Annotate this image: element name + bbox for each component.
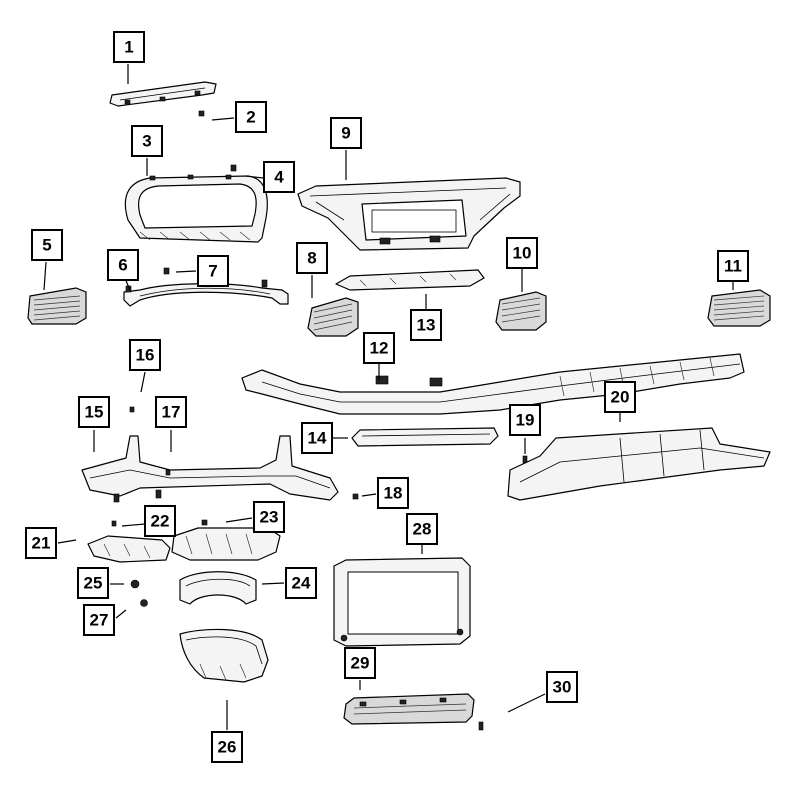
callout-28-label: 28 bbox=[413, 520, 432, 539]
callout-26-label: 26 bbox=[218, 738, 237, 757]
callout-21: 21 bbox=[25, 527, 57, 559]
part-18-clip[interactable] bbox=[352, 493, 359, 500]
callout-13-label: 13 bbox=[417, 316, 436, 335]
callout-11: 11 bbox=[717, 250, 749, 282]
callout-12: 12 bbox=[363, 332, 395, 364]
part-7-clip[interactable] bbox=[163, 267, 170, 275]
callout-15-label: 15 bbox=[85, 403, 104, 422]
callout-16-label: 16 bbox=[136, 346, 155, 365]
callout-4: 4 bbox=[263, 161, 295, 193]
callout-6: 6 bbox=[107, 249, 139, 281]
callout-2: 2 bbox=[235, 101, 267, 133]
callout-7-label: 7 bbox=[208, 262, 217, 281]
callout-28: 28 bbox=[406, 513, 438, 545]
part-3-cluster-bezel[interactable] bbox=[124, 174, 268, 243]
callout-30: 30 bbox=[546, 671, 578, 703]
part-13-bracket[interactable] bbox=[335, 269, 485, 291]
part-2-clip[interactable] bbox=[198, 110, 205, 117]
callout-17: 17 bbox=[155, 396, 187, 428]
callout-29: 29 bbox=[344, 647, 376, 679]
callout-7: 7 bbox=[197, 255, 229, 287]
callout-8: 8 bbox=[296, 242, 328, 274]
part-20-right-lower-panel[interactable] bbox=[507, 427, 771, 501]
part-14-bracket[interactable] bbox=[351, 427, 499, 447]
part-10-center-right-vent[interactable] bbox=[495, 291, 547, 331]
part-30-screw[interactable] bbox=[478, 721, 484, 731]
callout-27: 27 bbox=[83, 604, 115, 636]
callout-5-label: 5 bbox=[42, 236, 51, 255]
callout-8-label: 8 bbox=[307, 249, 316, 268]
part-27-fastener[interactable] bbox=[140, 599, 148, 607]
part-17-clip[interactable] bbox=[165, 469, 171, 476]
part-21-bolster-bracket[interactable] bbox=[87, 535, 171, 563]
part-11-right-vent[interactable] bbox=[707, 289, 771, 327]
callout-23: 23 bbox=[253, 501, 285, 533]
callout-11-label: 11 bbox=[724, 257, 742, 276]
part-1-top-bezel[interactable] bbox=[109, 81, 217, 107]
callout-23-label: 23 bbox=[260, 508, 279, 527]
callout-19-label: 19 bbox=[516, 411, 535, 430]
leader-lines bbox=[43, 64, 734, 730]
callout-3-label: 3 bbox=[142, 132, 151, 151]
callout-25: 25 bbox=[77, 567, 109, 599]
part-25-fastener[interactable] bbox=[130, 579, 140, 589]
callout-9: 9 bbox=[330, 117, 362, 149]
callout-9-label: 9 bbox=[341, 124, 350, 143]
part-24-shroud-upper[interactable] bbox=[179, 571, 257, 605]
part-26-shroud-lower[interactable] bbox=[179, 628, 269, 683]
callout-16: 16 bbox=[129, 339, 161, 371]
callout-17-label: 17 bbox=[162, 403, 181, 422]
part-6-cluster-bracket[interactable] bbox=[123, 279, 289, 307]
part-12-cross-car-beam[interactable] bbox=[241, 353, 745, 415]
callout-14-label: 14 bbox=[308, 429, 327, 448]
part-5-left-vent[interactable] bbox=[27, 287, 87, 325]
callout-30-label: 30 bbox=[553, 678, 572, 697]
callout-10: 10 bbox=[506, 237, 538, 269]
callout-14: 14 bbox=[301, 422, 333, 454]
callout-10-label: 10 bbox=[513, 244, 532, 263]
callout-22-label: 22 bbox=[151, 512, 170, 531]
callout-27-label: 27 bbox=[90, 611, 109, 630]
callout-24-label: 24 bbox=[292, 574, 311, 593]
callout-20: 20 bbox=[604, 381, 636, 413]
callout-12-label: 12 bbox=[370, 339, 389, 358]
callout-6-label: 6 bbox=[118, 256, 127, 275]
callout-21-label: 21 bbox=[32, 534, 51, 553]
part-22-clip[interactable] bbox=[111, 520, 117, 527]
callout-22: 22 bbox=[144, 505, 176, 537]
callout-13: 13 bbox=[410, 309, 442, 341]
callout-2-label: 2 bbox=[246, 108, 255, 127]
part-29-control-panel[interactable] bbox=[343, 693, 475, 725]
callout-26: 26 bbox=[211, 731, 243, 763]
callout-24: 24 bbox=[285, 567, 317, 599]
callout-18-label: 18 bbox=[384, 484, 403, 503]
part-15-lower-panel[interactable] bbox=[81, 435, 339, 503]
callout-20-label: 20 bbox=[611, 388, 630, 407]
part-28-display[interactable] bbox=[333, 557, 471, 647]
part-9-center-bezel[interactable] bbox=[297, 177, 521, 251]
callout-5: 5 bbox=[31, 229, 63, 261]
part-23-column-bracket[interactable] bbox=[171, 519, 281, 561]
part-8-center-left-vent[interactable] bbox=[307, 297, 359, 337]
callout-1-label: 1 bbox=[124, 38, 133, 57]
callout-19: 19 bbox=[509, 404, 541, 436]
callout-4-label: 4 bbox=[274, 168, 284, 187]
part-4-clip[interactable] bbox=[230, 164, 237, 172]
callout-25-label: 25 bbox=[84, 574, 103, 593]
callout-29-label: 29 bbox=[351, 654, 370, 673]
callout-1: 1 bbox=[113, 31, 145, 63]
callout-3: 3 bbox=[131, 125, 163, 157]
callout-15: 15 bbox=[78, 396, 110, 428]
part-16-clip[interactable] bbox=[129, 406, 135, 413]
callout-18: 18 bbox=[377, 477, 409, 509]
